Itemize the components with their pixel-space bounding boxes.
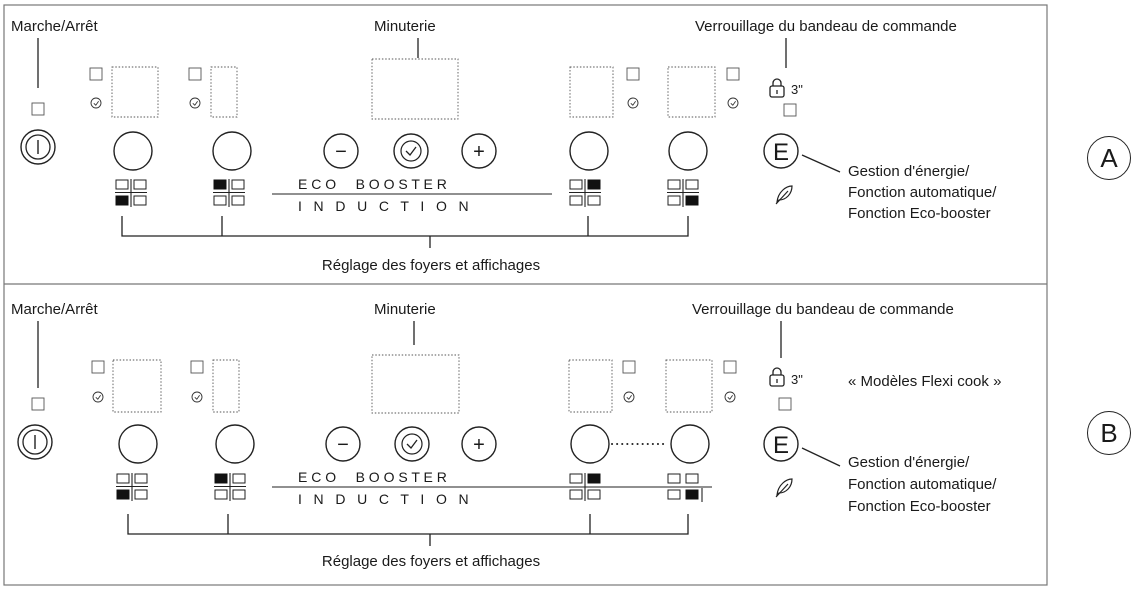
svg-text:+: + — [473, 141, 485, 163]
zone-3-button[interactable] — [570, 424, 610, 464]
plus-button[interactable]: + — [461, 133, 497, 169]
energy-label-2: Fonction automatique/ — [848, 184, 997, 201]
lock-time: 3" — [791, 82, 803, 97]
strip-bottom: I N D U C T I O N — [298, 491, 469, 507]
timer-label: Minuterie — [374, 301, 436, 318]
clock-icon — [90, 97, 102, 109]
zone-1-indicator — [89, 67, 103, 81]
zone-4-button[interactable] — [670, 424, 710, 464]
timer-display — [371, 354, 460, 414]
svg-text:E: E — [773, 432, 789, 459]
energy-label-3: Fonction Eco-booster — [848, 498, 991, 515]
plus-button[interactable]: + — [461, 426, 497, 462]
panel-b-badge-text: B — [1100, 417, 1118, 448]
power-indicator — [31, 102, 45, 116]
svg-text:−: − — [337, 434, 349, 456]
energy-button[interactable]: E — [763, 133, 799, 169]
power-label: Marche/Arrêt — [11, 18, 99, 35]
clock-icon — [191, 391, 203, 403]
panel-a-badge-text: A — [1100, 142, 1118, 173]
zone-map-4 — [667, 473, 703, 502]
lock-indicator — [783, 103, 797, 117]
lock-indicator — [778, 397, 792, 411]
svg-text:E: E — [773, 139, 789, 166]
padlock-icon — [769, 367, 785, 387]
zone-4-display — [665, 359, 713, 413]
lock-time: 3" — [791, 372, 803, 387]
strip-bottom: I N D U C T I O N — [298, 198, 469, 214]
zone-map-2 — [214, 473, 246, 501]
zone-4-indicator — [726, 67, 740, 81]
zone-map-4 — [667, 179, 699, 207]
zone-2-indicator — [190, 360, 204, 374]
power-indicator — [31, 397, 45, 411]
timer-button[interactable] — [393, 133, 429, 169]
svg-text:−: − — [335, 141, 347, 163]
panel-a: Marche/Arrêt Minuterie Verrouillage du b… — [11, 18, 997, 274]
zone-4-indicator — [723, 360, 737, 374]
clock-icon — [189, 97, 201, 109]
zone-3-display — [568, 359, 613, 413]
panel-b-badge: B — [1087, 411, 1131, 455]
timer-button[interactable] — [394, 426, 430, 462]
zone-map-2 — [213, 179, 245, 207]
zone-2-button[interactable] — [215, 424, 255, 464]
clock-icon — [623, 391, 635, 403]
zone-map-1 — [116, 473, 148, 501]
zone-3-indicator — [626, 67, 640, 81]
leaf-icon — [775, 478, 793, 498]
zone-1-display — [112, 359, 162, 413]
zone-3-indicator — [622, 360, 636, 374]
zone-2-display — [210, 66, 238, 118]
energy-button[interactable]: E — [763, 426, 799, 462]
zone-4-display — [667, 66, 716, 118]
zone-1-button[interactable] — [113, 131, 153, 171]
clock-icon — [727, 97, 739, 109]
zone-4-button[interactable] — [668, 131, 708, 171]
zone-3-button[interactable] — [569, 131, 609, 171]
zone-2-button[interactable] — [212, 131, 252, 171]
minus-button[interactable]: − — [323, 133, 359, 169]
zone-3-display — [569, 66, 614, 118]
energy-label-1: Gestion d'énergie/ — [848, 454, 970, 471]
lock-label: Verrouillage du bandeau de commande — [692, 301, 954, 318]
panel-a-badge: A — [1087, 136, 1131, 180]
zones-label: Réglage des foyers et affichages — [322, 257, 540, 274]
energy-label-1: Gestion d'énergie/ — [848, 163, 970, 180]
leaf-icon — [775, 185, 793, 205]
zone-2-display — [212, 359, 240, 413]
strip-top: E C O B O O S T E R — [298, 176, 447, 192]
svg-text:+: + — [473, 434, 485, 456]
timer-display — [371, 58, 459, 120]
panel-b: Marche/Arrêt Minuterie Verrouillage du b… — [11, 301, 1001, 570]
clock-icon — [400, 140, 422, 162]
zone-1-display — [111, 66, 159, 118]
padlock-icon — [769, 78, 785, 98]
power-label: Marche/Arrêt — [11, 301, 99, 318]
zone-map-1 — [115, 179, 147, 207]
energy-label-3: Fonction Eco-booster — [848, 205, 991, 222]
clock-icon — [92, 391, 104, 403]
flexi-label: « Modèles Flexi cook » — [848, 373, 1001, 390]
zone-2-indicator — [188, 67, 202, 81]
timer-label: Minuterie — [374, 18, 436, 35]
power-button[interactable] — [20, 129, 56, 165]
power-icon — [22, 429, 48, 455]
zone-map-3 — [569, 179, 601, 207]
clock-icon — [401, 433, 423, 455]
power-icon — [25, 134, 51, 160]
strip-top: E C O B O O S T E R — [298, 469, 447, 485]
zones-label: Réglage des foyers et affichages — [322, 553, 540, 570]
minus-button[interactable]: − — [325, 426, 361, 462]
power-button[interactable] — [17, 424, 53, 460]
energy-label-2: Fonction automatique/ — [848, 476, 997, 493]
clock-icon — [724, 391, 736, 403]
lock-label: Verrouillage du bandeau de commande — [695, 18, 957, 35]
clock-icon — [627, 97, 639, 109]
zone-1-button[interactable] — [118, 424, 158, 464]
zone-1-indicator — [91, 360, 105, 374]
